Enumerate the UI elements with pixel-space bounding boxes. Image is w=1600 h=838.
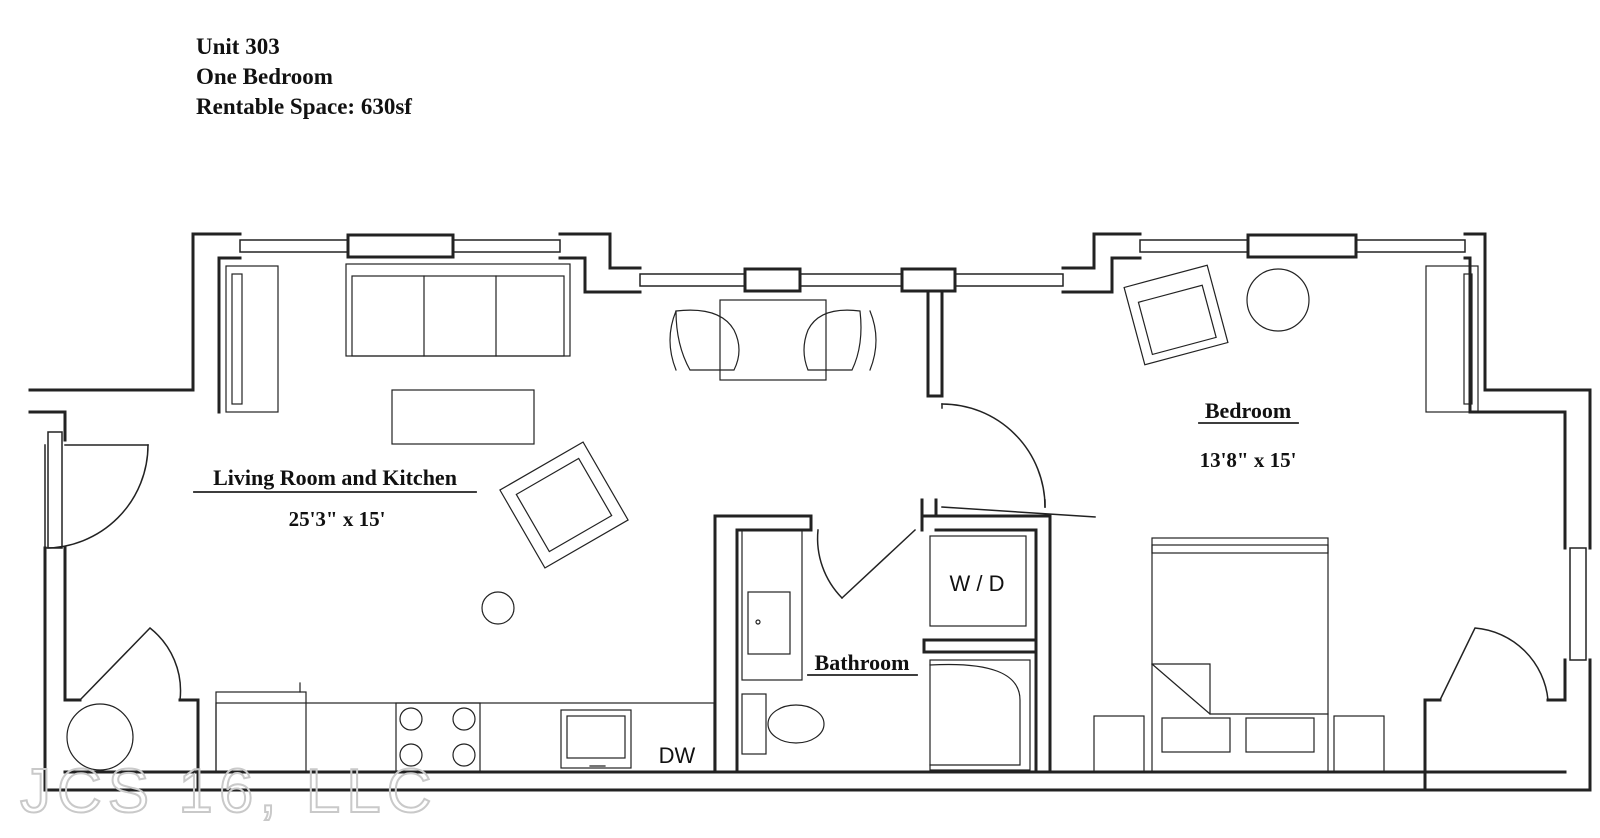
- window-headers: [346, 233, 1358, 293]
- windows: [47, 239, 1587, 661]
- unit-number: Unit 303: [196, 34, 280, 59]
- kitchen-counter: [215, 682, 715, 773]
- bedroom-size: 13'8" x 15': [1200, 448, 1297, 472]
- interior-walls: [713, 290, 1052, 774]
- exterior-wall: [28, 232, 1592, 792]
- bedroom-label: Bedroom: [1205, 398, 1291, 423]
- living-furniture: [66, 263, 877, 771]
- doors: [44, 403, 1549, 702]
- unit-type: One Bedroom: [196, 64, 333, 89]
- living-room-size: 25'3" x 15': [289, 507, 386, 531]
- dishwasher-label: DW: [659, 743, 696, 768]
- living-room-label: Living Room and Kitchen: [213, 465, 457, 490]
- bathroom-label: Bathroom: [815, 650, 910, 675]
- washer-dryer-label: W / D: [950, 571, 1005, 596]
- bedroom-furniture: [1093, 264, 1479, 773]
- watermark: JCS 16, LLC: [20, 757, 438, 826]
- bathroom-fixtures: [741, 529, 1031, 771]
- rentable-space: Rentable Space: 630sf: [196, 94, 412, 119]
